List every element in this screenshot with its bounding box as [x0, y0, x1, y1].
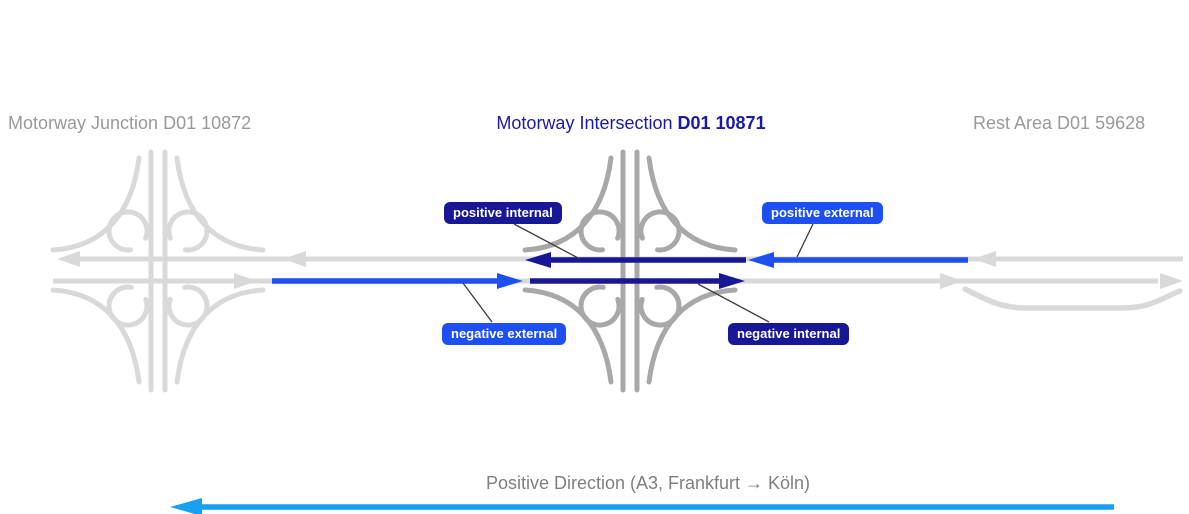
positive-internal-label: positive internal	[444, 202, 562, 224]
heading-motorway-junction: Motorway Junction D01 10872	[8, 113, 252, 133]
negative-external-label: negative external	[442, 323, 567, 345]
heading-rest-area: Rest Area D01 59628	[973, 113, 1146, 133]
left-cloverleaf-junction-icon	[50, 149, 266, 393]
motorway-carriageways	[53, 251, 1183, 311]
positive-direction-arrow	[170, 498, 1114, 514]
positive-internal-arrow	[525, 252, 746, 268]
heading-intersection-id: D01 10871	[677, 113, 766, 133]
gray-direction-arrowheads	[57, 251, 1183, 289]
negative-internal-arrow	[530, 273, 745, 289]
center-cloverleaf-intersection-icon	[522, 149, 738, 393]
negative-external-arrow	[272, 273, 523, 289]
positive-external-arrow	[748, 252, 968, 268]
label-connector-lines	[462, 223, 814, 323]
positive-external-label: positive external	[762, 202, 883, 224]
negative-internal-label: negative internal	[728, 323, 850, 345]
heading-intersection-prefix: Motorway Intersection	[496, 113, 673, 133]
positive-direction-caption: Positive Direction (A3, Frankfurt → Köln…	[485, 473, 811, 493]
rest-area-slip-road	[962, 286, 1183, 311]
